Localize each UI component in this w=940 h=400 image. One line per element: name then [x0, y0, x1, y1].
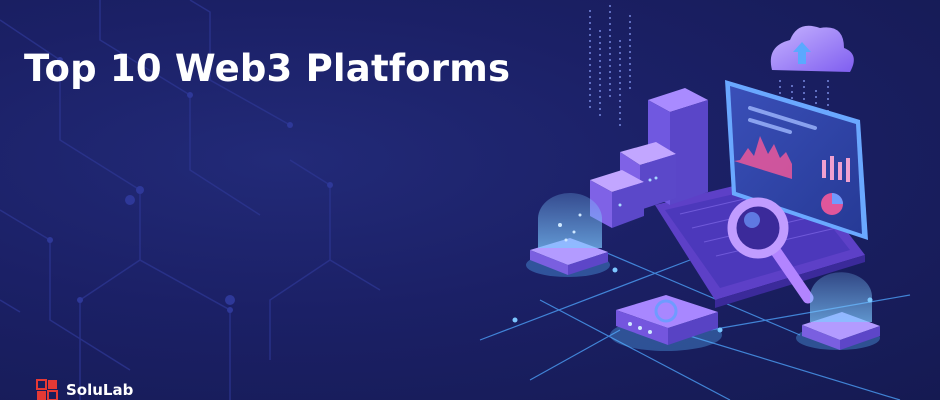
hologram-dome-icon — [796, 272, 880, 350]
solulab-logo-icon — [36, 379, 58, 400]
network-hub-icon — [610, 295, 722, 351]
brand-footer: SoluLab — [36, 379, 134, 400]
network-lines — [479, 249, 911, 400]
page-title: Top 10 Web3 Platforms — [24, 47, 511, 90]
brand-name: SoluLab — [66, 381, 134, 399]
hologram-dome-icon — [526, 192, 610, 277]
cloud-upload-icon — [770, 25, 854, 72]
web3-illustration — [479, 5, 911, 400]
magnifier-icon — [727, 197, 814, 304]
server-stack-icon — [590, 88, 708, 228]
